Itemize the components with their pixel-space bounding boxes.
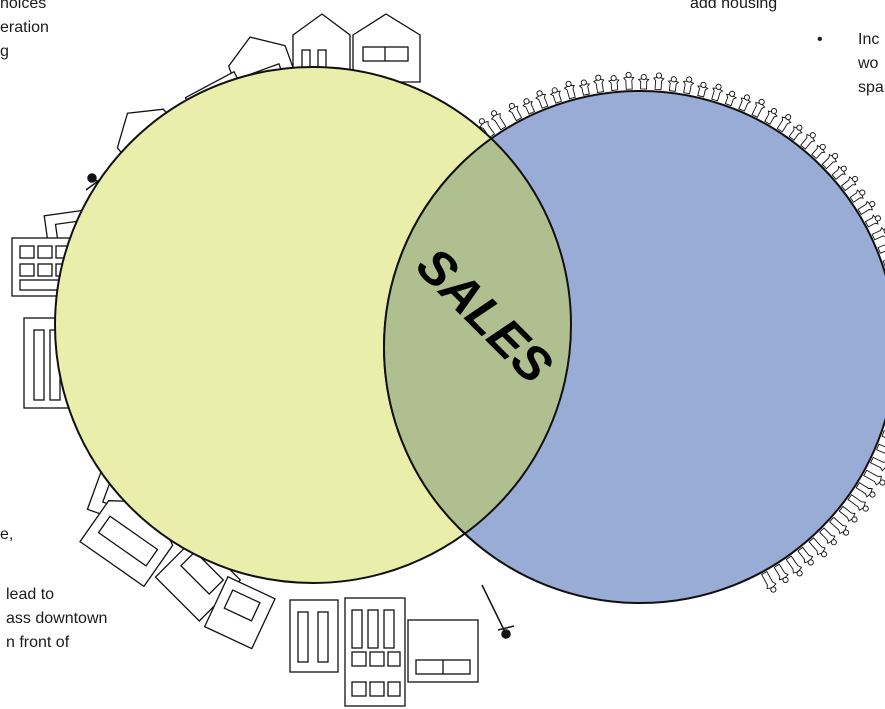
person-icon xyxy=(857,200,876,215)
person-icon xyxy=(840,175,859,192)
person-icon xyxy=(607,75,620,91)
left-text-bottom-2: lead to xyxy=(6,586,55,603)
person-icon xyxy=(776,114,792,133)
person-icon xyxy=(855,482,876,498)
right-text-top-2: Inc xyxy=(858,31,880,48)
person-icon xyxy=(549,87,563,104)
person-icon xyxy=(871,226,885,241)
left-text-top-3: g xyxy=(0,43,9,60)
building-icon xyxy=(344,597,406,707)
right-text-top-1: add housing xyxy=(690,0,778,12)
person-icon xyxy=(819,527,837,546)
person-icon xyxy=(761,571,777,593)
person-icon xyxy=(869,456,885,472)
right-text-bullet: • xyxy=(817,31,823,48)
building-icon xyxy=(292,13,351,83)
left-text-top-1: hoices xyxy=(0,0,47,12)
person-icon xyxy=(877,241,885,254)
person-icon xyxy=(773,563,789,584)
building-icon xyxy=(203,575,276,650)
person-icon xyxy=(592,74,605,93)
person-icon xyxy=(637,73,650,90)
person-icon xyxy=(522,98,536,115)
person-icon xyxy=(800,132,816,150)
building-icon xyxy=(407,619,479,683)
person-icon xyxy=(478,118,496,139)
person-icon xyxy=(881,430,885,444)
right-text-top-4: spa xyxy=(858,79,884,96)
person-icon xyxy=(788,124,803,141)
person-icon xyxy=(764,108,778,125)
person-icon xyxy=(751,98,766,118)
person-icon xyxy=(711,83,724,102)
person-icon xyxy=(821,152,839,170)
person-icon xyxy=(535,90,549,109)
person-icon xyxy=(876,443,885,459)
person-icon xyxy=(724,90,737,107)
person-icon xyxy=(563,80,576,100)
person-icon xyxy=(578,79,591,96)
lamp-post-icon xyxy=(481,584,515,639)
building-icon xyxy=(352,13,421,83)
person-icon xyxy=(490,110,507,131)
person-icon xyxy=(829,516,850,536)
person-icon xyxy=(838,505,858,523)
person-icon xyxy=(697,81,709,98)
person-icon xyxy=(864,214,881,228)
left-text-bottom-1: e, xyxy=(0,526,14,543)
person-icon xyxy=(808,537,828,558)
person-icon xyxy=(622,71,635,90)
overlap-region xyxy=(383,90,571,583)
person-icon xyxy=(811,143,826,160)
left-text-bottom-3: ass downtown xyxy=(6,610,108,627)
person-icon xyxy=(785,555,803,577)
person-icon xyxy=(738,94,752,112)
person-icon xyxy=(847,494,869,512)
person-icon xyxy=(863,469,885,486)
person-icon xyxy=(682,76,695,95)
person-icon xyxy=(797,546,814,566)
person-icon xyxy=(667,76,680,92)
right-text-top-3: wo xyxy=(858,55,879,72)
person-icon xyxy=(653,72,665,91)
person-icon xyxy=(849,189,866,203)
left-text-bottom-4: n front of xyxy=(6,634,70,651)
left-text-top-2: eration xyxy=(0,19,49,36)
person-icon xyxy=(508,102,523,122)
building-icon xyxy=(289,599,339,673)
person-icon xyxy=(831,165,847,180)
